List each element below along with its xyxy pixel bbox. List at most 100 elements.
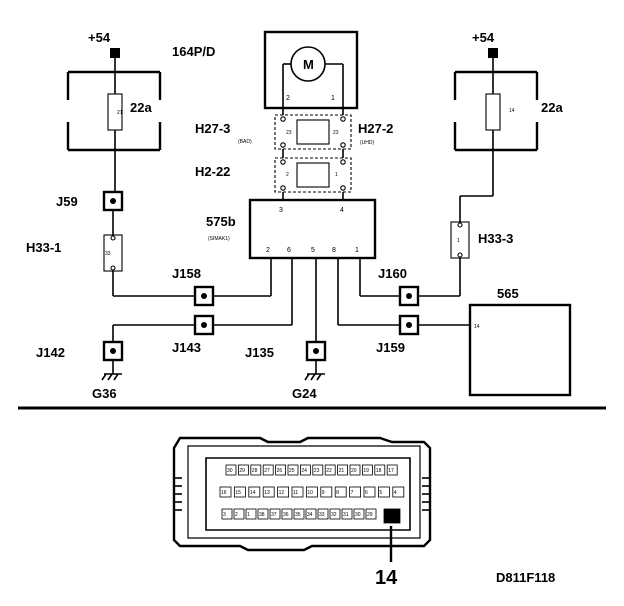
h2-22-label: H2-22 — [195, 164, 230, 179]
j142-label: J142 — [36, 345, 65, 360]
plug-pin-label: 30 — [355, 512, 361, 518]
plug-pin — [320, 486, 333, 498]
h2-pin-left: 2 — [286, 172, 289, 178]
plug-pin-label: 26 — [277, 468, 283, 474]
plug-pin-label: 14 — [250, 490, 256, 496]
plug-pin-label: 32 — [331, 512, 337, 518]
h27-2-label: H27-2 — [358, 121, 393, 136]
j59-label: J59 — [56, 194, 78, 209]
box565-pin: 14 — [474, 324, 480, 330]
plug-pin-label: 6 — [365, 490, 368, 496]
j159-label: J159 — [376, 340, 405, 355]
plug-pin-label: 23 — [314, 468, 320, 474]
plus54-right-label: +54 — [472, 30, 495, 45]
j160-label: J160 — [378, 266, 407, 281]
plug-pin-label: 3 — [223, 512, 226, 518]
plug-pin-label: 19 — [363, 468, 369, 474]
plug-pin — [392, 486, 405, 498]
plug-pin-label: 27 — [264, 468, 270, 474]
plug-pin-label: 34 — [307, 512, 313, 518]
ground-g24-icon — [304, 373, 325, 381]
plug-pin-label: 29 — [239, 468, 245, 474]
plug-pin — [281, 508, 293, 520]
fuse-left-pin: 21 — [117, 110, 123, 116]
plug-pin — [275, 464, 287, 476]
plug-pin — [262, 464, 274, 476]
h27-2-pin: 23 — [333, 130, 339, 136]
ecu-pin-5: 5 — [311, 247, 315, 254]
h2-pin-right: 1 — [335, 172, 338, 178]
plug-pin — [377, 486, 390, 498]
diagram-code: D811F118 — [496, 570, 555, 585]
box565-label: 565 — [497, 286, 519, 301]
motor-pin-1: 1 — [331, 95, 335, 102]
plug-pin-label: 18 — [376, 468, 382, 474]
plug-pin-label: 22 — [326, 468, 332, 474]
plug-pin-label: 7 — [351, 490, 354, 496]
plug-pin-label: 11 — [293, 490, 298, 496]
plug-pin — [287, 464, 299, 476]
plug-pin — [299, 464, 311, 476]
plug-pin — [269, 508, 281, 520]
plug-pin — [324, 464, 336, 476]
fuse-box-left — [66, 70, 162, 152]
plug-pin-label: 29 — [367, 512, 373, 518]
plug-pin-label: 12 — [279, 490, 285, 496]
plug-pin-label: 1 — [247, 512, 250, 518]
plug-pin — [291, 486, 304, 498]
h33-3-pin: 1 — [457, 238, 460, 244]
plug-pin — [225, 464, 237, 476]
ground-g36-icon — [101, 373, 122, 381]
plug-pin — [353, 508, 365, 520]
ecu-top-pin-3: 3 — [279, 207, 283, 214]
plug-pin-label: 15 — [235, 490, 241, 496]
plug-pin — [237, 464, 249, 476]
plug-pin-label: 2 — [235, 512, 238, 518]
motor-m-label: M — [303, 57, 314, 72]
h27-3-note: (BAD) — [238, 139, 252, 145]
plug-pin — [365, 508, 377, 520]
fuse-right — [485, 93, 501, 131]
g36-label: G36 — [92, 386, 117, 401]
j158-label: J158 — [172, 266, 201, 281]
ecu-top-pin-4: 4 — [340, 207, 344, 214]
plug-pin — [349, 486, 362, 498]
plug-pin — [317, 508, 329, 520]
g24-label: G24 — [292, 386, 317, 401]
plug-pin-label: 20 — [351, 468, 357, 474]
plug-pin — [386, 464, 398, 476]
plug-pin-label: 9 — [322, 490, 325, 496]
plug-pin — [257, 508, 269, 520]
fuse-left-label: 22a — [130, 100, 152, 115]
plug-pin — [337, 464, 349, 476]
j135-label: J135 — [245, 345, 274, 360]
plug-pin — [305, 508, 317, 520]
plug-pin-label: 5 — [379, 490, 382, 496]
plug-pin-label: 17 — [388, 468, 394, 474]
plug-pin — [221, 508, 233, 520]
plug-pin — [248, 486, 261, 498]
plus54-left-label: +54 — [88, 30, 111, 45]
plug-pin-label: 35 — [295, 512, 301, 518]
plug-pin-label: 38 — [259, 512, 265, 518]
plug-pin-label: 30 — [227, 468, 233, 474]
plug-pin — [277, 486, 290, 498]
h33-3-label: H33-3 — [478, 231, 513, 246]
h33-1-pin: 33 — [105, 251, 111, 257]
plug-pin — [334, 486, 347, 498]
connector-pin-callout: 14 — [375, 567, 398, 589]
plug-pin — [374, 464, 386, 476]
fuse-box-right — [453, 70, 539, 152]
motor-code-label: 164P/D — [172, 44, 215, 59]
plug-pin-label: 33 — [319, 512, 325, 518]
plug-pin — [341, 508, 353, 520]
plug-pin — [245, 508, 257, 520]
ecu-pin-2: 2 — [266, 247, 270, 254]
ecu-pin-6: 6 — [287, 247, 291, 254]
plug-pin — [312, 464, 324, 476]
plug-pin — [305, 486, 318, 498]
plug-pin — [361, 464, 373, 476]
power-terminal-right — [488, 48, 498, 58]
